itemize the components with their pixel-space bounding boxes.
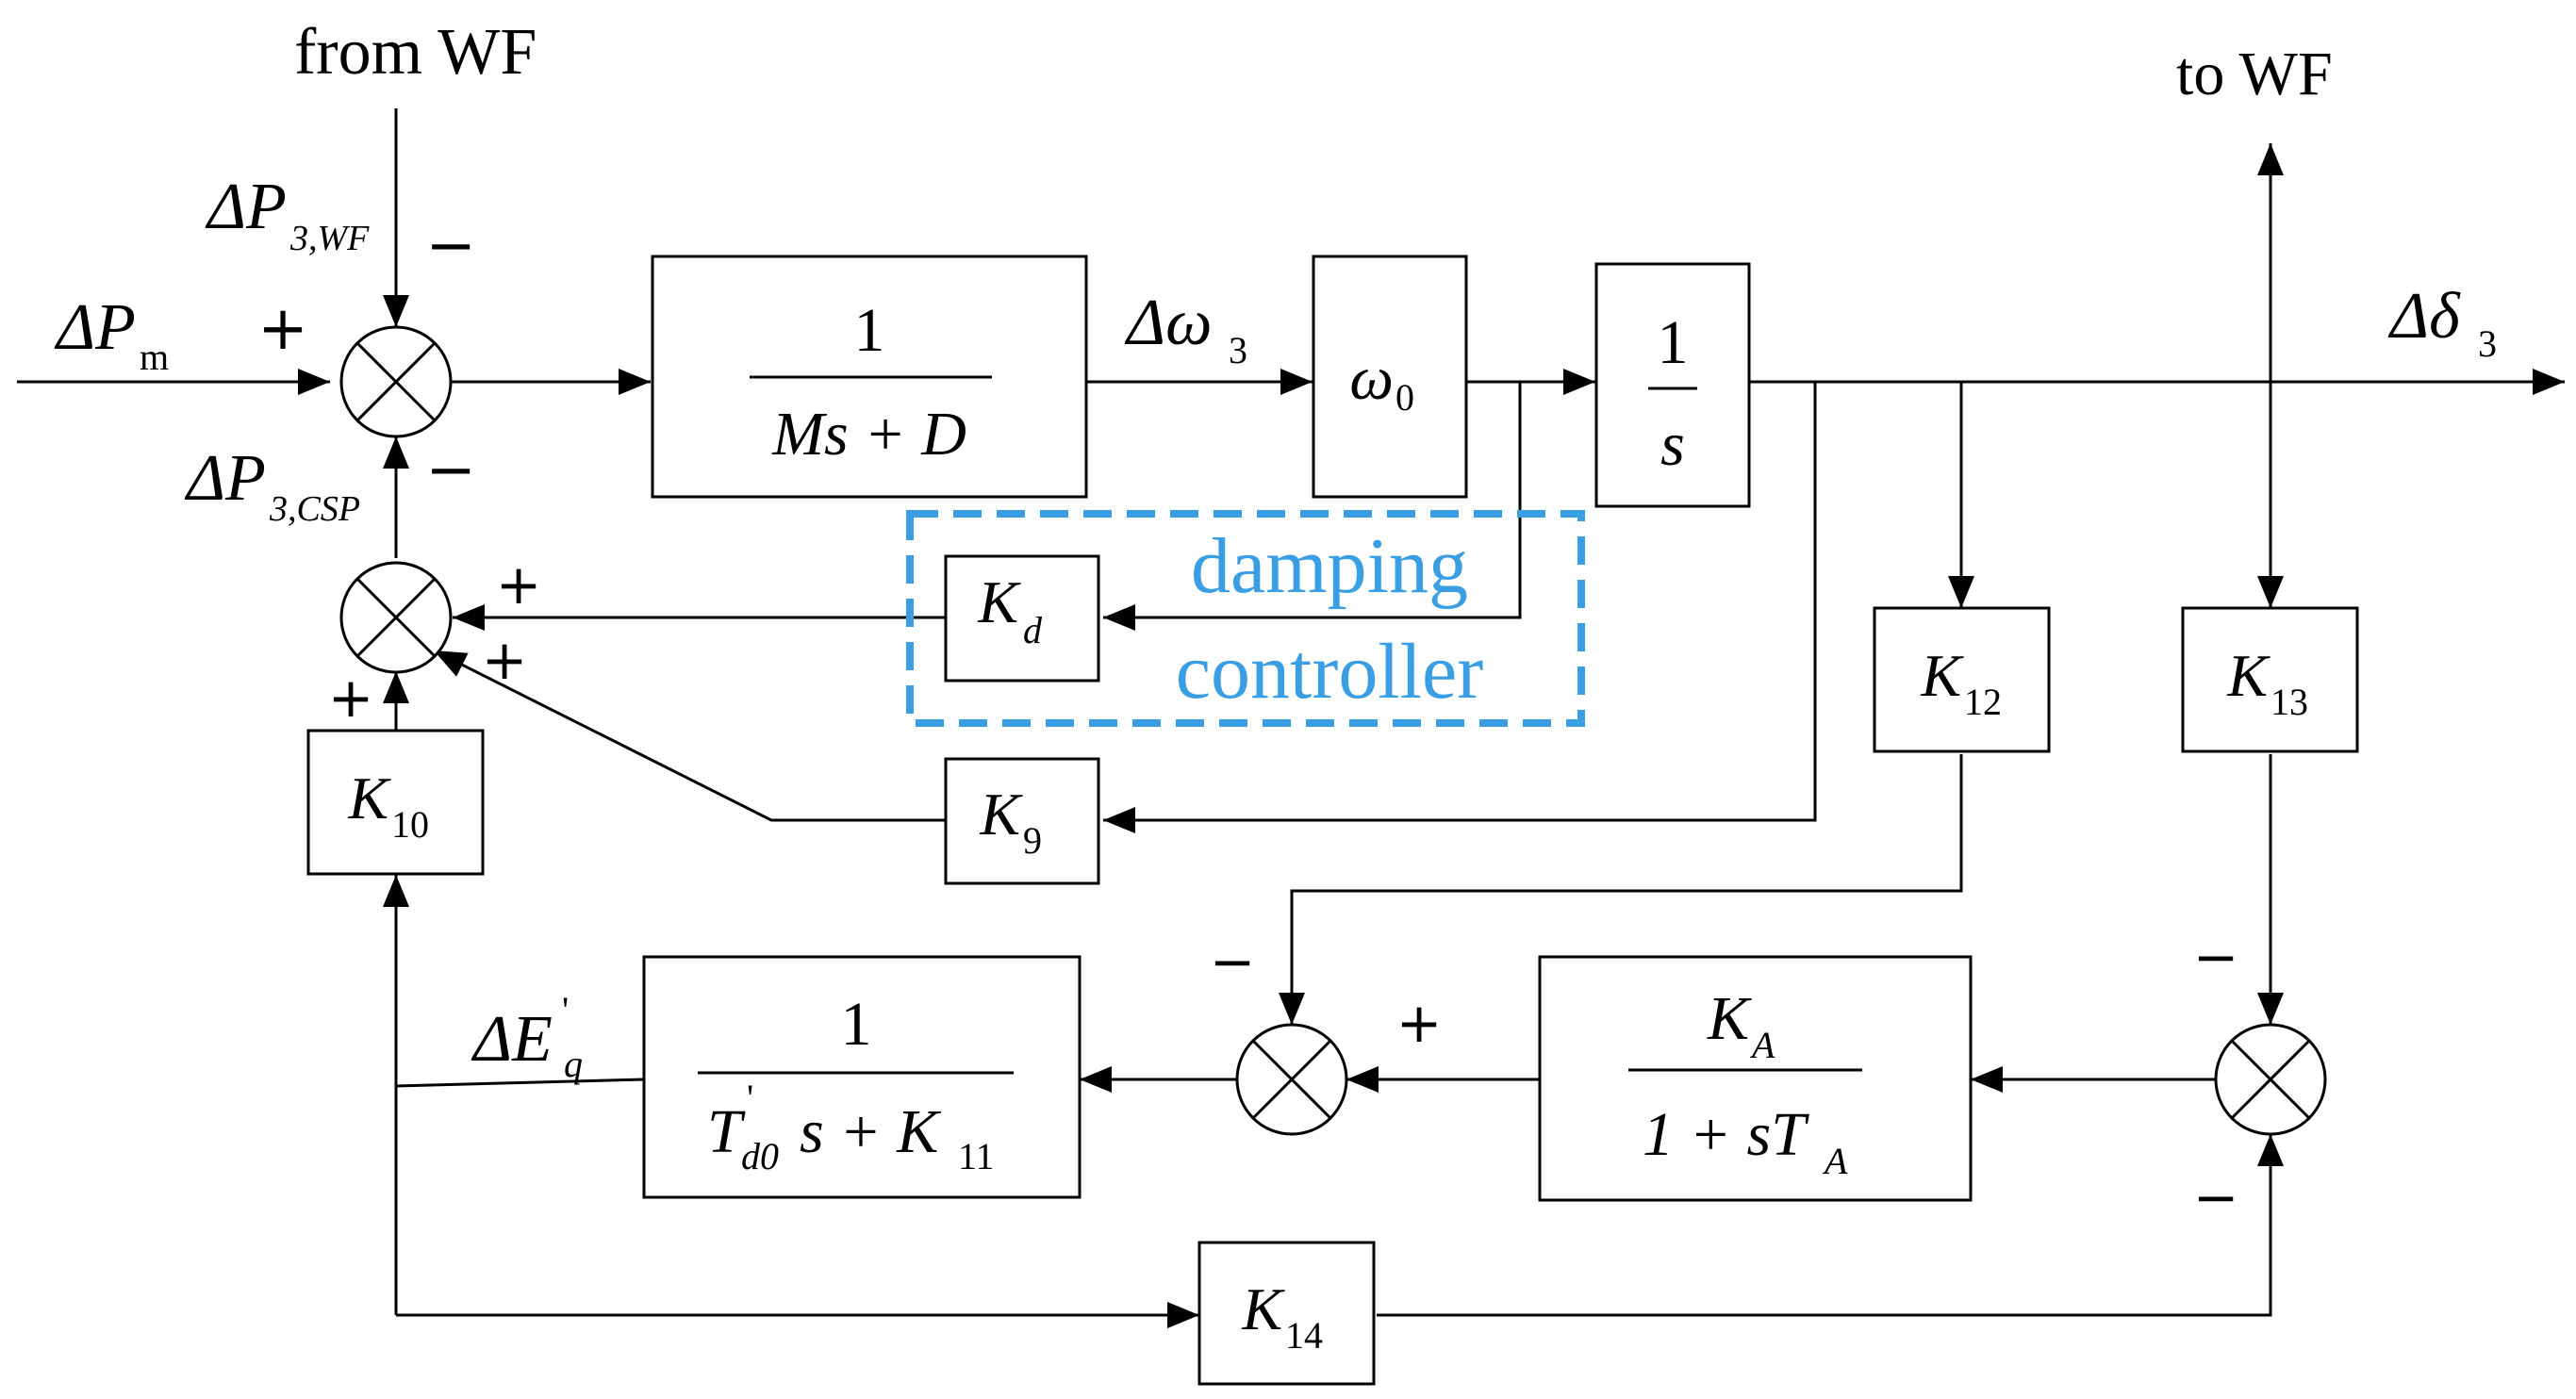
sign-plus-kd: + (496, 552, 542, 617)
sign-minus-csp: − (425, 436, 476, 505)
kd-subscript: d (1023, 609, 1043, 651)
omega0-block: ω 0 (1312, 255, 1468, 499)
exciter-block: K A 1 + sT A (1538, 955, 1973, 1202)
to-wf-label: to WF (2176, 40, 2333, 108)
k9-block: K 9 (944, 757, 1100, 885)
exciter-den: 1 + sT (1643, 1100, 1809, 1169)
dp3wf-label: ΔP (205, 171, 287, 243)
wire-kd-feedback (1103, 382, 1522, 631)
sign-plus-dpm: + (257, 294, 308, 364)
swing-numerator: 1 (854, 296, 885, 365)
kd-block: K d (944, 554, 1100, 683)
wire-k14-to-sum4 (1377, 1134, 2284, 1317)
wire-k12-to-sum3 (1279, 754, 1963, 1025)
sign-plus-exciter: + (1396, 991, 1443, 1055)
k13-subscript: 13 (2271, 681, 2308, 723)
damping-controller-label-1: damping (1191, 522, 1468, 610)
signal-wires (17, 108, 2565, 1328)
sign-minus-wf: − (425, 211, 476, 281)
exciter-num-sub: A (1749, 1024, 1775, 1066)
k13-block: K 13 (2181, 606, 2359, 753)
sign-plus-k10: + (328, 666, 374, 730)
damping-controller-frame (906, 510, 1585, 727)
summing-junction-exciter (2214, 1023, 2327, 1136)
summing-junction-main (339, 325, 453, 438)
dpm-label: ΔP (54, 291, 136, 364)
exciter-den-sub: A (1822, 1140, 1848, 1182)
swing-denominator: Ms + D (771, 400, 966, 469)
sign-plus-k9: + (482, 628, 528, 692)
field-den-prime: ' (747, 1077, 753, 1119)
k14-subscript: 14 (1285, 1314, 1323, 1357)
deq-subscript: q (564, 1043, 583, 1085)
field-den-sub: d0 (741, 1135, 779, 1177)
k14-symbol: K (1241, 1276, 1285, 1342)
integrator-block: 1 s (1594, 262, 1751, 508)
k14-block: K 14 (1197, 1241, 1376, 1386)
dp3csp-label: ΔP (184, 442, 266, 515)
wire-deq (395, 1078, 645, 1088)
summing-junction-csp (339, 561, 453, 674)
integrator-numerator: 1 (1658, 308, 1689, 377)
ddelta3-label: Δδ (2387, 280, 2461, 353)
k10-symbol: K (347, 765, 391, 831)
field-den-t: T (707, 1097, 746, 1166)
domega3-label: Δω (1124, 287, 1213, 359)
k9-symbol: K (979, 781, 1023, 848)
domega3-subscript: 3 (1229, 329, 1247, 371)
field-numerator: 1 (841, 990, 872, 1059)
k13-symbol: K (2226, 642, 2271, 709)
from-wf-label: from WF (294, 16, 537, 89)
deq-prime: ' (562, 989, 569, 1031)
damping-controller-label-2: controller (1176, 628, 1484, 716)
k9-subscript: 9 (1023, 819, 1042, 862)
damping-controller-group: damping controller (906, 510, 1585, 727)
field-block: 1 T ' d0 s + K 11 (642, 955, 1082, 1199)
omega0-symbol: ω (1349, 344, 1394, 413)
k10-subscript: 10 (391, 803, 429, 846)
dpm-subscript: m (140, 336, 169, 378)
sign-minus-k14: − (2193, 1165, 2239, 1229)
integrator-denominator: s (1660, 410, 1685, 479)
wire-k9-feedback (1103, 382, 1817, 833)
deq-label: ΔE (471, 1003, 553, 1076)
exciter-num-k: K (1707, 984, 1752, 1053)
swing-block: 1 Ms + D (651, 255, 1088, 499)
field-den-sub2: 11 (958, 1135, 995, 1177)
sign-minus-k12: − (1210, 930, 1256, 994)
field-den-mid: s + K (800, 1097, 941, 1166)
k10-block: K 10 (306, 729, 485, 876)
k12-block: K 12 (1873, 606, 2051, 753)
dp3wf-subscript: 3,WF (289, 219, 370, 258)
sign-minus-k13: − (2193, 925, 2239, 989)
k12-subscript: 12 (1964, 681, 2002, 723)
omega0-subscript: 0 (1395, 376, 1414, 419)
dp3csp-subscript: 3,CSP (269, 489, 360, 529)
k12-symbol: K (1920, 642, 1964, 709)
wire-k9-to-sum2 (433, 649, 946, 822)
kd-symbol: K (977, 568, 1021, 635)
summing-junction-field (1235, 1023, 1348, 1136)
ddelta3-subscript: 3 (2478, 322, 2497, 365)
